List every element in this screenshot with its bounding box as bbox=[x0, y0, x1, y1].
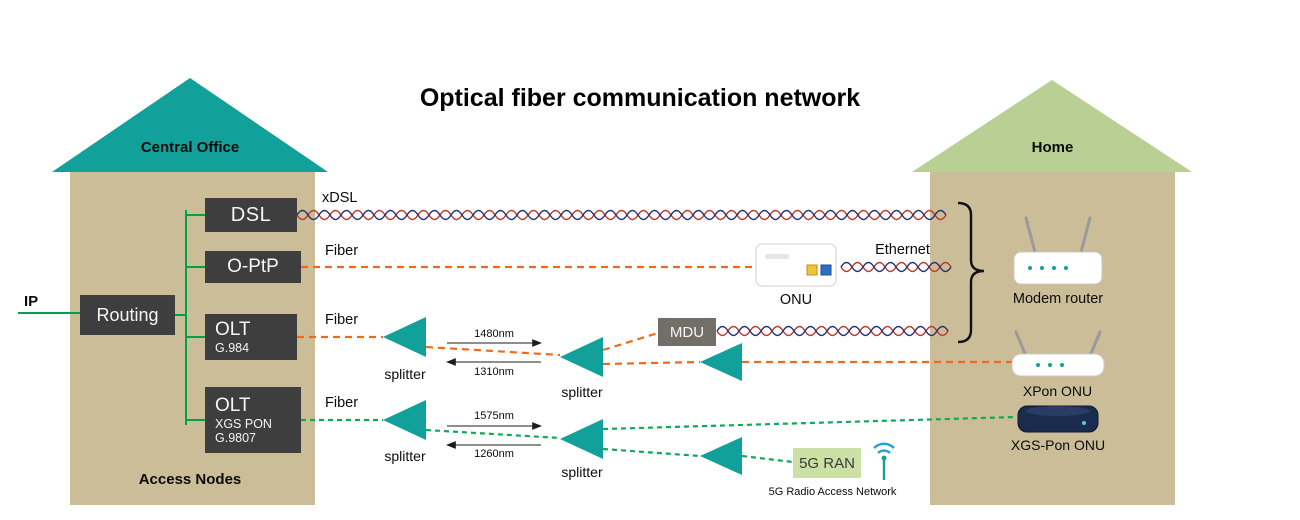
twisted-pair-ethernet bbox=[840, 261, 952, 273]
olt-xgs-box: OLT XGS PON G.9807 bbox=[205, 387, 301, 453]
fiber-gpon-to-splitter3 bbox=[602, 360, 701, 366]
onu-port-blue bbox=[820, 264, 832, 276]
led bbox=[1064, 266, 1068, 270]
grouping-brace bbox=[957, 201, 985, 344]
fiber-xgs-trunk bbox=[425, 428, 561, 440]
xpon-onu-label: XPon ONU bbox=[1022, 383, 1093, 399]
xgspon-onu-label: XGS-Pon ONU bbox=[1010, 437, 1106, 453]
router-body bbox=[1013, 251, 1103, 285]
ethernet-label: Ethernet bbox=[875, 242, 930, 258]
modem-router-label: Modem router bbox=[1012, 291, 1104, 307]
ran-label: 5G RAN bbox=[799, 454, 855, 472]
dsl-label: DSL bbox=[230, 203, 272, 226]
routing-label: Routing bbox=[96, 304, 159, 325]
antenna-right bbox=[1088, 330, 1102, 358]
splitter-label-3: splitter bbox=[384, 448, 426, 464]
router-body bbox=[1011, 353, 1105, 377]
central-office-label: Central Office bbox=[140, 139, 240, 156]
twisted-wire bbox=[296, 209, 947, 221]
gpon-fiber-label: Fiber bbox=[325, 312, 359, 328]
led bbox=[1082, 421, 1086, 425]
mdu-label: MDU bbox=[669, 323, 705, 341]
xpon-onu-image bbox=[1011, 330, 1105, 377]
fiber-gpon-to-mdu bbox=[602, 331, 659, 352]
splitter-label-1: splitter bbox=[384, 366, 426, 382]
mdu-box: MDU bbox=[658, 318, 716, 346]
olt-xgs-title: OLT bbox=[215, 395, 251, 417]
ip-label: IP bbox=[24, 293, 39, 310]
home-label: Home bbox=[1031, 139, 1074, 156]
olt-gpon-title: OLT bbox=[215, 319, 251, 341]
onu-port-yellow bbox=[806, 264, 818, 276]
antenna-left bbox=[1024, 216, 1038, 258]
wifi-arc-inner bbox=[877, 449, 891, 454]
splitter-gpon-2 bbox=[560, 337, 603, 377]
led bbox=[1028, 266, 1032, 270]
access-nodes-label: Access Nodes bbox=[138, 471, 242, 488]
onu-label: ONU bbox=[779, 292, 813, 308]
twisted-wire bbox=[716, 325, 949, 337]
fiber-xgs-to-xgspon-onu bbox=[602, 415, 1017, 431]
antenna-left bbox=[1014, 330, 1028, 358]
xgspon-onu-image bbox=[1017, 405, 1099, 433]
fiber-xgs-to-splitter3 bbox=[602, 447, 701, 458]
fiber-xgs-to-5g-ran bbox=[741, 454, 794, 464]
wifi-antenna-icon bbox=[873, 442, 895, 480]
modem-router-image bbox=[1013, 216, 1103, 285]
onu-logo bbox=[765, 254, 789, 259]
5g-ran-box: 5G RAN bbox=[793, 448, 861, 478]
optp-fiber-label: Fiber bbox=[325, 243, 359, 259]
olt-gpon-standard: G.984 bbox=[215, 340, 250, 355]
led bbox=[1048, 363, 1052, 367]
led bbox=[1060, 363, 1064, 367]
page-title: Optical fiber communication network bbox=[419, 84, 861, 112]
splitter-xgs-1 bbox=[383, 400, 426, 440]
xgspon-onu-device bbox=[1016, 400, 1100, 434]
xgs-upstream-wavelength: 1260nm bbox=[474, 448, 514, 460]
routing-box: Routing bbox=[80, 295, 175, 335]
device-top bbox=[1026, 406, 1090, 416]
olt-gpon-box: OLT G.984 bbox=[205, 314, 297, 360]
led bbox=[1052, 266, 1056, 270]
onu-image bbox=[755, 243, 837, 287]
splitter-gpon-1 bbox=[383, 317, 426, 357]
splitter-gpon-3 bbox=[700, 343, 742, 381]
optp-label: O-PtP bbox=[227, 256, 279, 277]
twisted-wire bbox=[296, 209, 947, 221]
led bbox=[1040, 266, 1044, 270]
optp-box: O-PtP bbox=[205, 251, 301, 283]
twisted-pair-mdu bbox=[716, 325, 949, 337]
olt-xgs-standard: G.9807 bbox=[215, 430, 257, 445]
gpon-downstream-wavelength: 1480nm bbox=[474, 328, 514, 340]
led bbox=[1036, 363, 1040, 367]
twisted-wire bbox=[840, 261, 952, 273]
splitter-label-4: splitter bbox=[561, 464, 603, 480]
xgs-downstream-wavelength: 1575nm bbox=[474, 410, 514, 422]
olt-xgs-type: XGS PON bbox=[215, 416, 272, 431]
twisted-wire bbox=[716, 325, 949, 337]
gpon-upstream-wavelength: 1310nm bbox=[474, 366, 514, 378]
fiber-gpon-trunk bbox=[425, 345, 561, 357]
xdsl-label: xDSL bbox=[322, 190, 358, 206]
twisted-pair-xdsl bbox=[296, 209, 947, 221]
dsl-box: DSL bbox=[205, 198, 297, 232]
splitter-label-2: splitter bbox=[561, 384, 603, 400]
splitter-xgs-3 bbox=[700, 437, 742, 475]
central-office-roof bbox=[52, 78, 328, 172]
xgs-fiber-label: Fiber bbox=[325, 395, 359, 411]
onu-device bbox=[753, 240, 839, 290]
splitter-xgs-2 bbox=[560, 419, 603, 459]
ran-caption: 5G Radio Access Network bbox=[768, 486, 897, 498]
home-roof bbox=[912, 80, 1192, 172]
wifi-arc-outer bbox=[873, 442, 895, 449]
xpon-onu-device bbox=[1008, 330, 1108, 380]
modem-router-device bbox=[1008, 212, 1108, 290]
antenna-right bbox=[1078, 216, 1092, 258]
